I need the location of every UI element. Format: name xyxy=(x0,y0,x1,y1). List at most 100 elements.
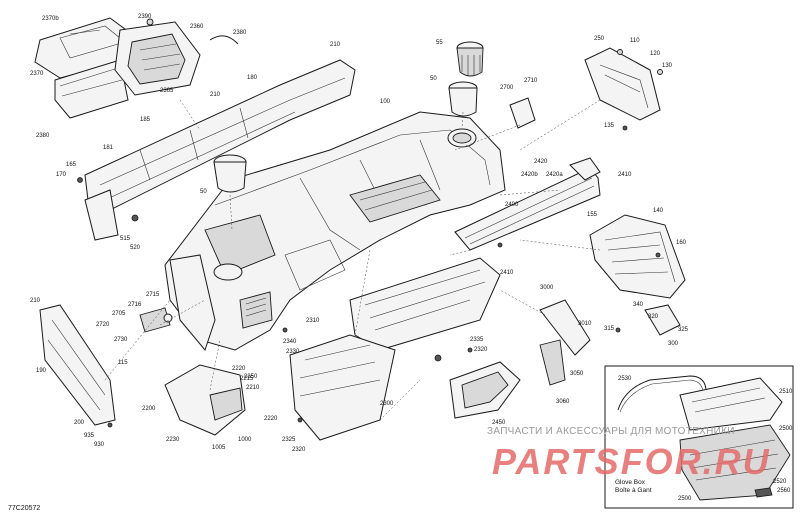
callout-2510: 2510 xyxy=(779,389,793,395)
crossbar-2400-part xyxy=(454,157,601,251)
callout-130: 130 xyxy=(662,63,673,69)
callout-2360: 2360 xyxy=(190,24,204,30)
callout-515: 515 xyxy=(120,236,131,242)
callout-50a: 50 xyxy=(430,76,437,82)
callout-190: 190 xyxy=(36,368,47,374)
callout-2370b: 2370b xyxy=(42,16,59,22)
callout-155: 155 xyxy=(587,212,598,218)
callout-115: 115 xyxy=(118,360,128,366)
callout-2530: 2530 xyxy=(618,376,632,382)
callout-120: 120 xyxy=(650,51,661,57)
callout-1000a: 1000 xyxy=(238,437,252,443)
callout-340: 340 xyxy=(633,302,644,308)
callout-2330: 2330 xyxy=(286,349,300,355)
callout-210b: 210 xyxy=(210,92,221,98)
side-panel-160-part xyxy=(589,214,686,299)
callout-2420b: 2420b xyxy=(521,172,538,178)
callout-315: 315 xyxy=(604,326,615,332)
callout-2335: 2335 xyxy=(470,337,484,343)
callout-210c: 210 xyxy=(30,298,41,304)
callout-2370: 2370 xyxy=(30,71,44,77)
callout-2200: 2200 xyxy=(142,406,156,412)
switch-panel-2450-part xyxy=(449,361,521,419)
callout-2310: 2310 xyxy=(306,318,320,324)
callout-2210: 2210 xyxy=(246,385,260,391)
callout-930: 930 xyxy=(94,442,105,448)
lower-tray-2300-part xyxy=(289,257,501,441)
callout-2220b: 2220 xyxy=(264,416,278,422)
instrument-housing-part xyxy=(114,18,239,96)
callout-2365: 2365 xyxy=(160,88,174,94)
callout-140: 140 xyxy=(653,208,664,214)
callout-2716: 2716 xyxy=(128,302,142,308)
callout-3000: 3000 xyxy=(540,285,554,291)
callout-2705: 2705 xyxy=(112,311,126,317)
fasteners-group xyxy=(77,125,661,428)
callout-3060: 3060 xyxy=(556,399,570,405)
callout-135: 135 xyxy=(604,123,615,129)
callout-2215: 2215 xyxy=(240,376,254,382)
callout-2420a: 2420a xyxy=(546,172,563,178)
callout-2380: 2380 xyxy=(233,30,247,36)
callout-2230: 2230 xyxy=(166,437,180,443)
main-dashboard-body-part xyxy=(164,111,506,352)
inset-caption-line1: Glove Box xyxy=(615,479,646,486)
cup-holder-50b-part xyxy=(213,154,247,193)
bracket-320-part xyxy=(644,304,681,336)
dash-frame-bar-part xyxy=(84,59,356,241)
callout-2340: 2340 xyxy=(283,339,297,345)
callout-2320b: 2320 xyxy=(292,447,306,453)
lower-bracket-2200-part xyxy=(164,364,246,436)
callout-2560: 2560 xyxy=(777,488,791,494)
callout-2220: 2220 xyxy=(232,366,246,372)
watermark-logo: PARTSFOR.RU xyxy=(492,441,771,482)
callout-180: 180 xyxy=(247,75,258,81)
bracket-3000-part xyxy=(539,299,591,356)
callout-250: 250 xyxy=(594,36,605,42)
hinge-2716-part xyxy=(139,307,173,333)
callout-2420: 2420 xyxy=(534,159,548,165)
callout-100: 100 xyxy=(380,99,391,105)
callout-3010: 3010 xyxy=(578,321,592,327)
leader-lines xyxy=(104,99,601,421)
callout-2325: 2325 xyxy=(282,437,296,443)
callout-2400: 2400 xyxy=(505,202,519,208)
callout-170: 170 xyxy=(56,172,67,178)
callout-1005: 1005 xyxy=(212,445,226,451)
watermark-line1: ЗАПЧАСТИ И АКСЕССУАРЫ ДЛЯ МОТОТЕХНИКИ xyxy=(487,426,735,437)
callout-300: 300 xyxy=(668,341,679,347)
cup-holder-50-part xyxy=(448,81,478,117)
callout-2410b: 2410 xyxy=(500,270,514,276)
callout-320: 320 xyxy=(648,314,659,320)
bracket-3050-part xyxy=(539,339,566,386)
bracket-2700-part xyxy=(509,97,536,129)
callout-2730: 2730 xyxy=(114,337,128,343)
callout-2350: 2350 xyxy=(244,374,258,380)
callout-2700: 2700 xyxy=(500,85,514,91)
callout-160: 160 xyxy=(676,240,687,246)
callout-935: 935 xyxy=(84,433,95,439)
callout-2720: 2720 xyxy=(96,322,110,328)
callout-181: 181 xyxy=(103,145,114,151)
callout-2300: 2300 xyxy=(380,401,394,407)
callout-325: 325 xyxy=(678,327,689,333)
callout-2410: 2410 xyxy=(618,172,632,178)
callout-2450: 2450 xyxy=(492,420,506,426)
callout-185: 185 xyxy=(140,117,151,123)
diagram-code: 77C20572 xyxy=(8,505,40,512)
callout-200: 200 xyxy=(74,420,85,426)
callout-2715: 2715 xyxy=(146,292,160,298)
cup-holder-55-part xyxy=(456,41,484,77)
upper-cover-part xyxy=(34,17,141,119)
callout-2500: 2500 xyxy=(779,426,793,432)
callout-2520: 2520 xyxy=(773,479,787,485)
callout-55: 55 xyxy=(436,40,443,46)
callout-2380b: 2380 xyxy=(36,133,50,139)
callout-165: 165 xyxy=(66,162,77,168)
callout-2500b: 2500 xyxy=(678,496,692,502)
callout-210a: 210 xyxy=(330,42,341,48)
callout-2390: 2390 xyxy=(138,14,152,20)
